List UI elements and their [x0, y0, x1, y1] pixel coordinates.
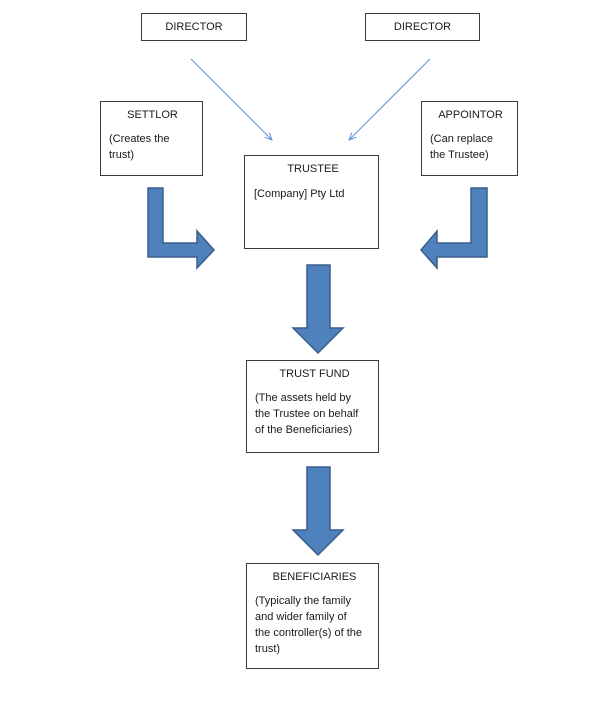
trust-fund-title: TRUST FUND	[279, 368, 350, 380]
director-right-to-trustee-arrow	[349, 58, 431, 140]
director-left-to-trustee-arrow	[190, 58, 272, 140]
settlor-description: (Creates the trust)	[109, 133, 170, 161]
trust-fund-box: TRUST FUND (The assets held by the Trust…	[246, 360, 379, 453]
settlor-title: SETTLOR	[127, 109, 178, 121]
appointor-description: (Can replace the Trustee)	[430, 133, 493, 161]
settlor-to-trustee-arrow	[147, 187, 216, 270]
appointor-title: APPOINTOR	[438, 109, 503, 121]
settlor-box: SETTLOR (Creates the trust)	[100, 101, 203, 176]
appointor-to-trustee-arrow	[420, 187, 488, 270]
trust-fund-description: (The assets held by the Trustee on behal…	[255, 392, 359, 436]
appointor-box: APPOINTOR (Can replace the Trustee)	[421, 101, 518, 176]
trustee-title: TRUSTEE	[287, 163, 339, 175]
beneficiaries-description: (Typically the family and wider family o…	[255, 595, 362, 655]
trust-fund-to-beneficiaries-arrow	[291, 466, 345, 557]
director-left-title: DIRECTOR	[165, 21, 223, 33]
director-left-box: DIRECTOR	[141, 13, 247, 41]
trustee-box: TRUSTEE [Company] Pty Ltd	[244, 155, 379, 249]
director-right-title: DIRECTOR	[393, 21, 452, 33]
trustee-description: [Company] Pty Ltd	[254, 188, 345, 200]
trustee-to-trust-fund-arrow	[291, 264, 345, 355]
beneficiaries-box: BENEFICIARIES (Typically the family and …	[246, 563, 379, 669]
director-right-box: DIRECTOR	[365, 13, 480, 41]
beneficiaries-title: BENEFICIARIES	[272, 571, 357, 583]
